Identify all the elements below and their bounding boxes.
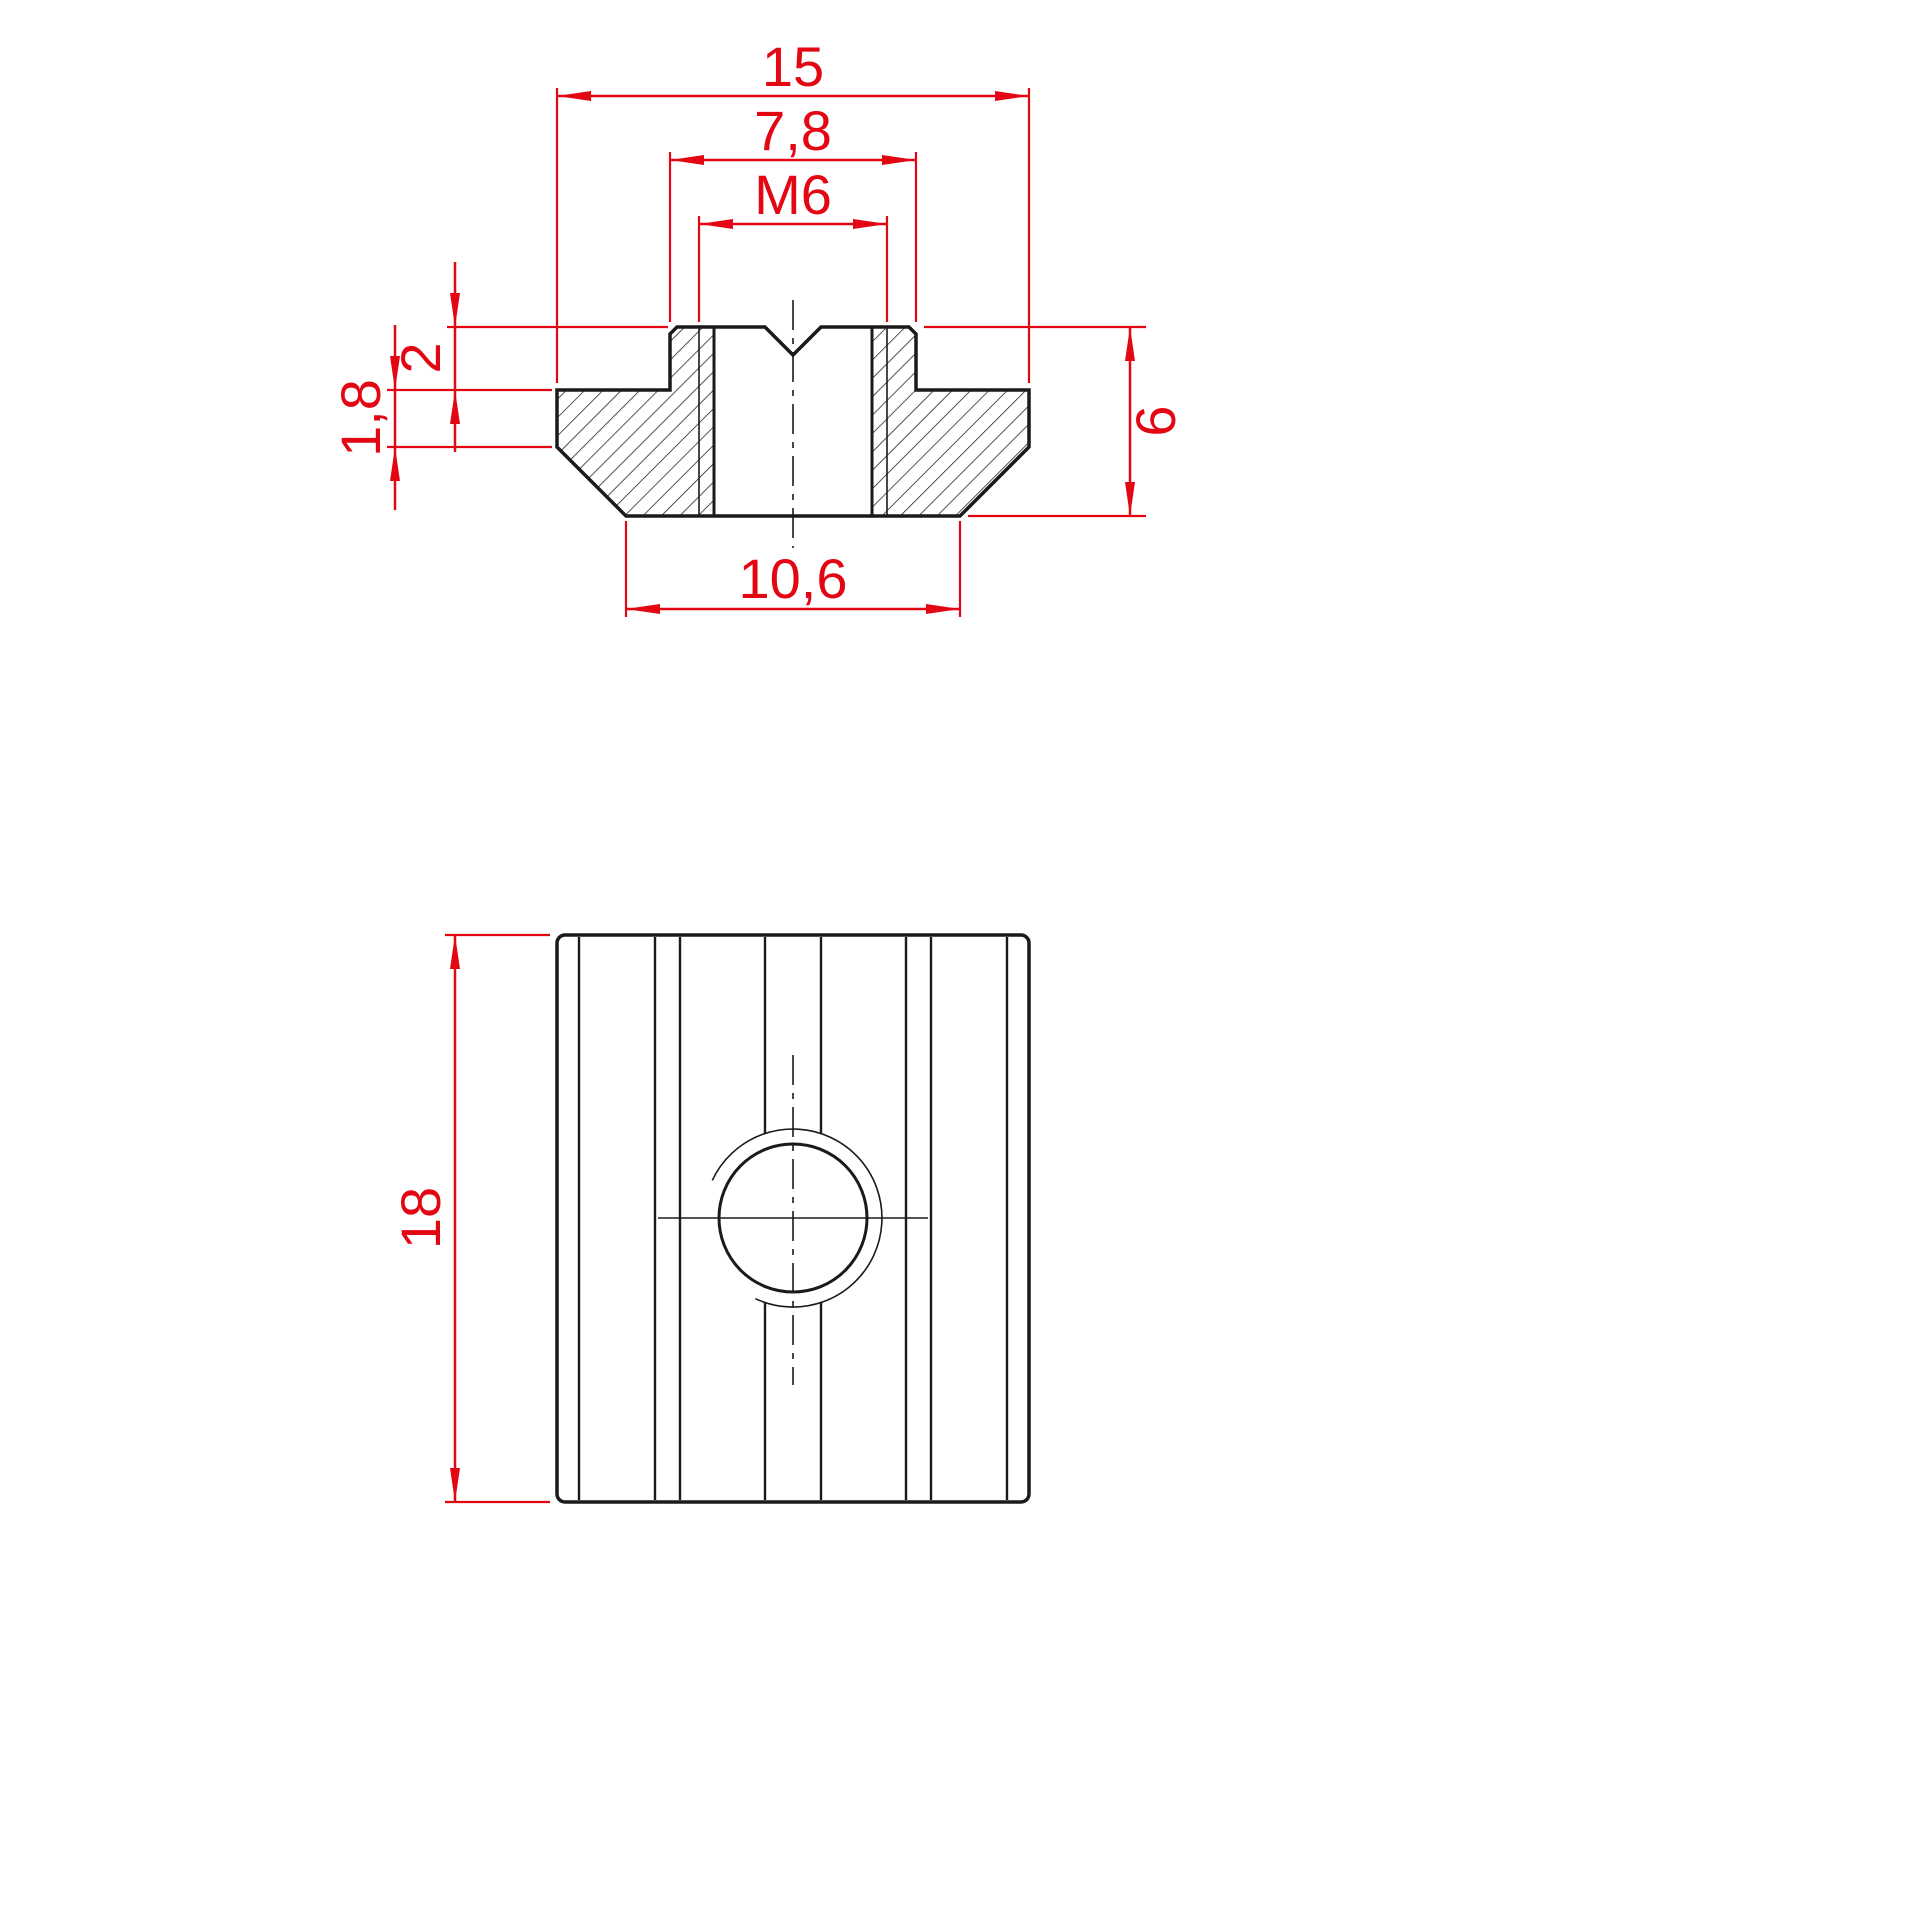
dimension-value: 15: [762, 35, 824, 98]
dimension-length: 18: [389, 933, 550, 1504]
dimension-value: 7,8: [754, 99, 832, 162]
hatch-right-region: [872, 327, 1029, 516]
dimension-value: 2: [389, 342, 452, 373]
dimension-base-width: 10,6: [624, 521, 962, 617]
dimension-thread: M6: [697, 163, 889, 322]
part-plan-outline: [555, 933, 1031, 1504]
dimension-step-width: 7,8: [668, 99, 918, 322]
dimension-value: 1,8: [329, 379, 392, 457]
dimension-overall-width: 15: [555, 35, 1031, 383]
thread-major-arc: [711, 1128, 883, 1308]
dimension-flange-thickness: 1,8: [329, 325, 552, 510]
plan-view: 18: [389, 933, 1031, 1504]
dimension-total-height: 6: [924, 325, 1187, 518]
hatch-left-region: [557, 327, 714, 516]
dimension-value: 18: [389, 1187, 452, 1249]
section-view: 15 7,8 M6 2: [329, 35, 1187, 617]
dimension-value: M6: [754, 163, 832, 226]
dimension-value: 10,6: [739, 547, 848, 610]
dimension-value: 6: [1124, 405, 1187, 436]
